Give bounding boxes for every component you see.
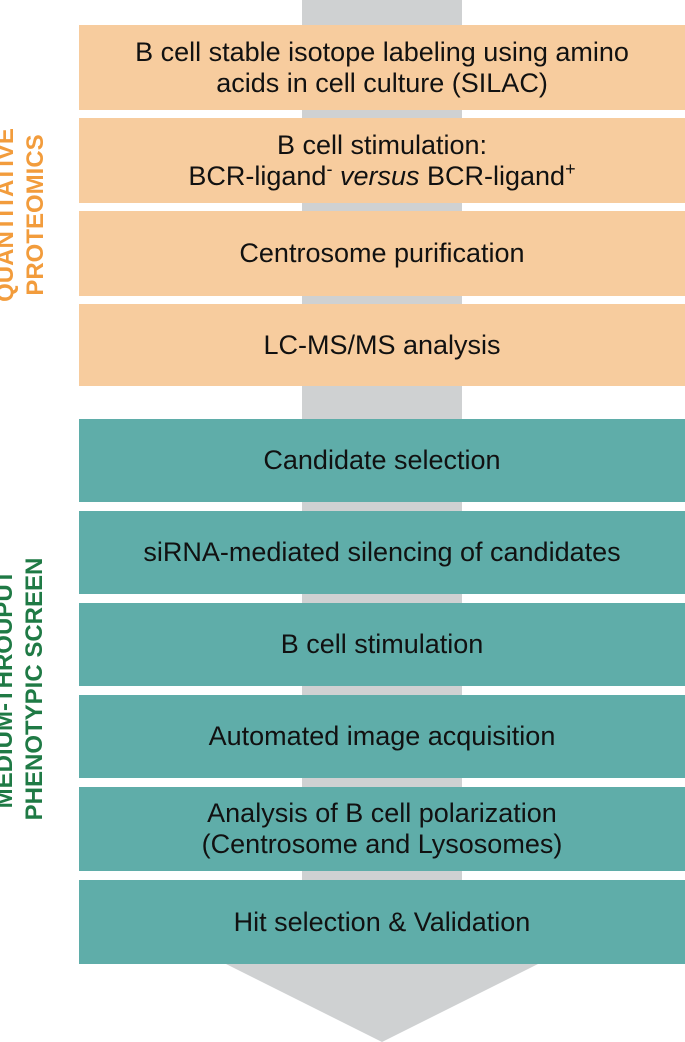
step-polarization-analysis: Analysis of B cell polarization (Centros…: [79, 787, 685, 871]
step-hit-selection-validation: Hit selection & Validation: [79, 880, 685, 964]
step-centrosome-purification: Centrosome purification: [79, 211, 685, 296]
proteomics-section-label: QUANTITATIVE PROTEOMICS: [0, 128, 49, 302]
step-silac-labeling: B cell stable isotope labeling using ami…: [79, 25, 685, 110]
step-lc-ms-analysis: LC-MS/MS analysis: [79, 304, 685, 386]
step-image-acquisition: Automated image acquisition: [79, 695, 685, 778]
flow-arrow-head: [222, 962, 542, 1042]
screen-section-label: MEDIUM-THROUPUT PHENOTYPIC SCREEN: [0, 557, 48, 821]
step-b-cell-stimulation-ligand: B cell stimulation: BCR-ligand- versus B…: [79, 118, 685, 203]
step-b-cell-stimulation: B cell stimulation: [79, 603, 685, 686]
step-candidate-selection: Candidate selection: [79, 419, 685, 502]
step-sirna-silencing: siRNA-mediated silencing of candidates: [79, 511, 685, 594]
